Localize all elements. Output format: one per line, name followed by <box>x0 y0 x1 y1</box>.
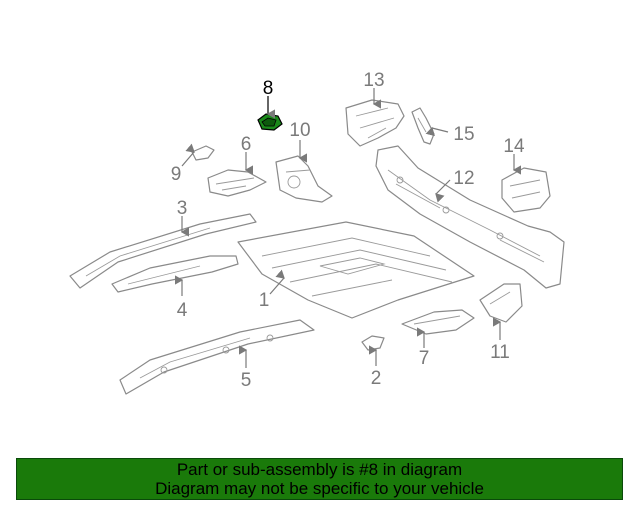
part-14[interactable] <box>501 167 551 213</box>
callout-3[interactable]: 3 <box>177 198 188 219</box>
parts-diagram: 8 13 10 15 6 9 14 12 3 1 4 11 7 2 5 <box>69 70 565 395</box>
part-6[interactable] <box>207 169 267 197</box>
part-8-highlighted[interactable] <box>257 113 283 131</box>
leader-15 <box>425 126 449 137</box>
callout-2[interactable]: 2 <box>371 368 382 389</box>
part-12[interactable] <box>375 145 565 289</box>
banner-line-1: Part or sub-assembly is #8 in diagram <box>176 460 463 479</box>
callout-5[interactable]: 5 <box>241 370 252 391</box>
part-15[interactable] <box>411 107 435 145</box>
part-10[interactable] <box>275 155 333 203</box>
part-11[interactable] <box>479 283 523 323</box>
callout-13[interactable]: 13 <box>363 70 384 91</box>
part-5[interactable] <box>119 319 315 395</box>
part-9[interactable] <box>191 145 215 161</box>
info-banner: Part or sub-assembly is #8 in diagram Di… <box>16 458 623 500</box>
callout-12[interactable]: 12 <box>453 168 474 189</box>
callout-6[interactable]: 6 <box>241 134 252 155</box>
callout-7[interactable]: 7 <box>419 348 430 369</box>
part-3[interactable] <box>69 213 257 289</box>
part-7[interactable] <box>401 309 475 335</box>
callout-8[interactable]: 8 <box>263 78 274 99</box>
part-13[interactable] <box>345 99 405 147</box>
callout-14[interactable]: 14 <box>503 136 525 157</box>
part-1[interactable] <box>237 221 475 319</box>
leader-9 <box>181 143 195 167</box>
callout-11[interactable]: 11 <box>490 342 510 363</box>
part-4[interactable] <box>111 255 239 293</box>
leader-12 <box>435 179 451 203</box>
callout-15[interactable]: 15 <box>453 124 474 145</box>
banner-line-2: Diagram may not be specific to your vehi… <box>155 479 484 498</box>
leader-1 <box>269 269 285 295</box>
part-2[interactable] <box>361 335 385 351</box>
callout-10[interactable]: 10 <box>289 120 310 141</box>
callout-1[interactable]: 1 <box>259 290 270 311</box>
callout-9[interactable]: 9 <box>171 164 182 185</box>
callout-4[interactable]: 4 <box>177 300 188 321</box>
